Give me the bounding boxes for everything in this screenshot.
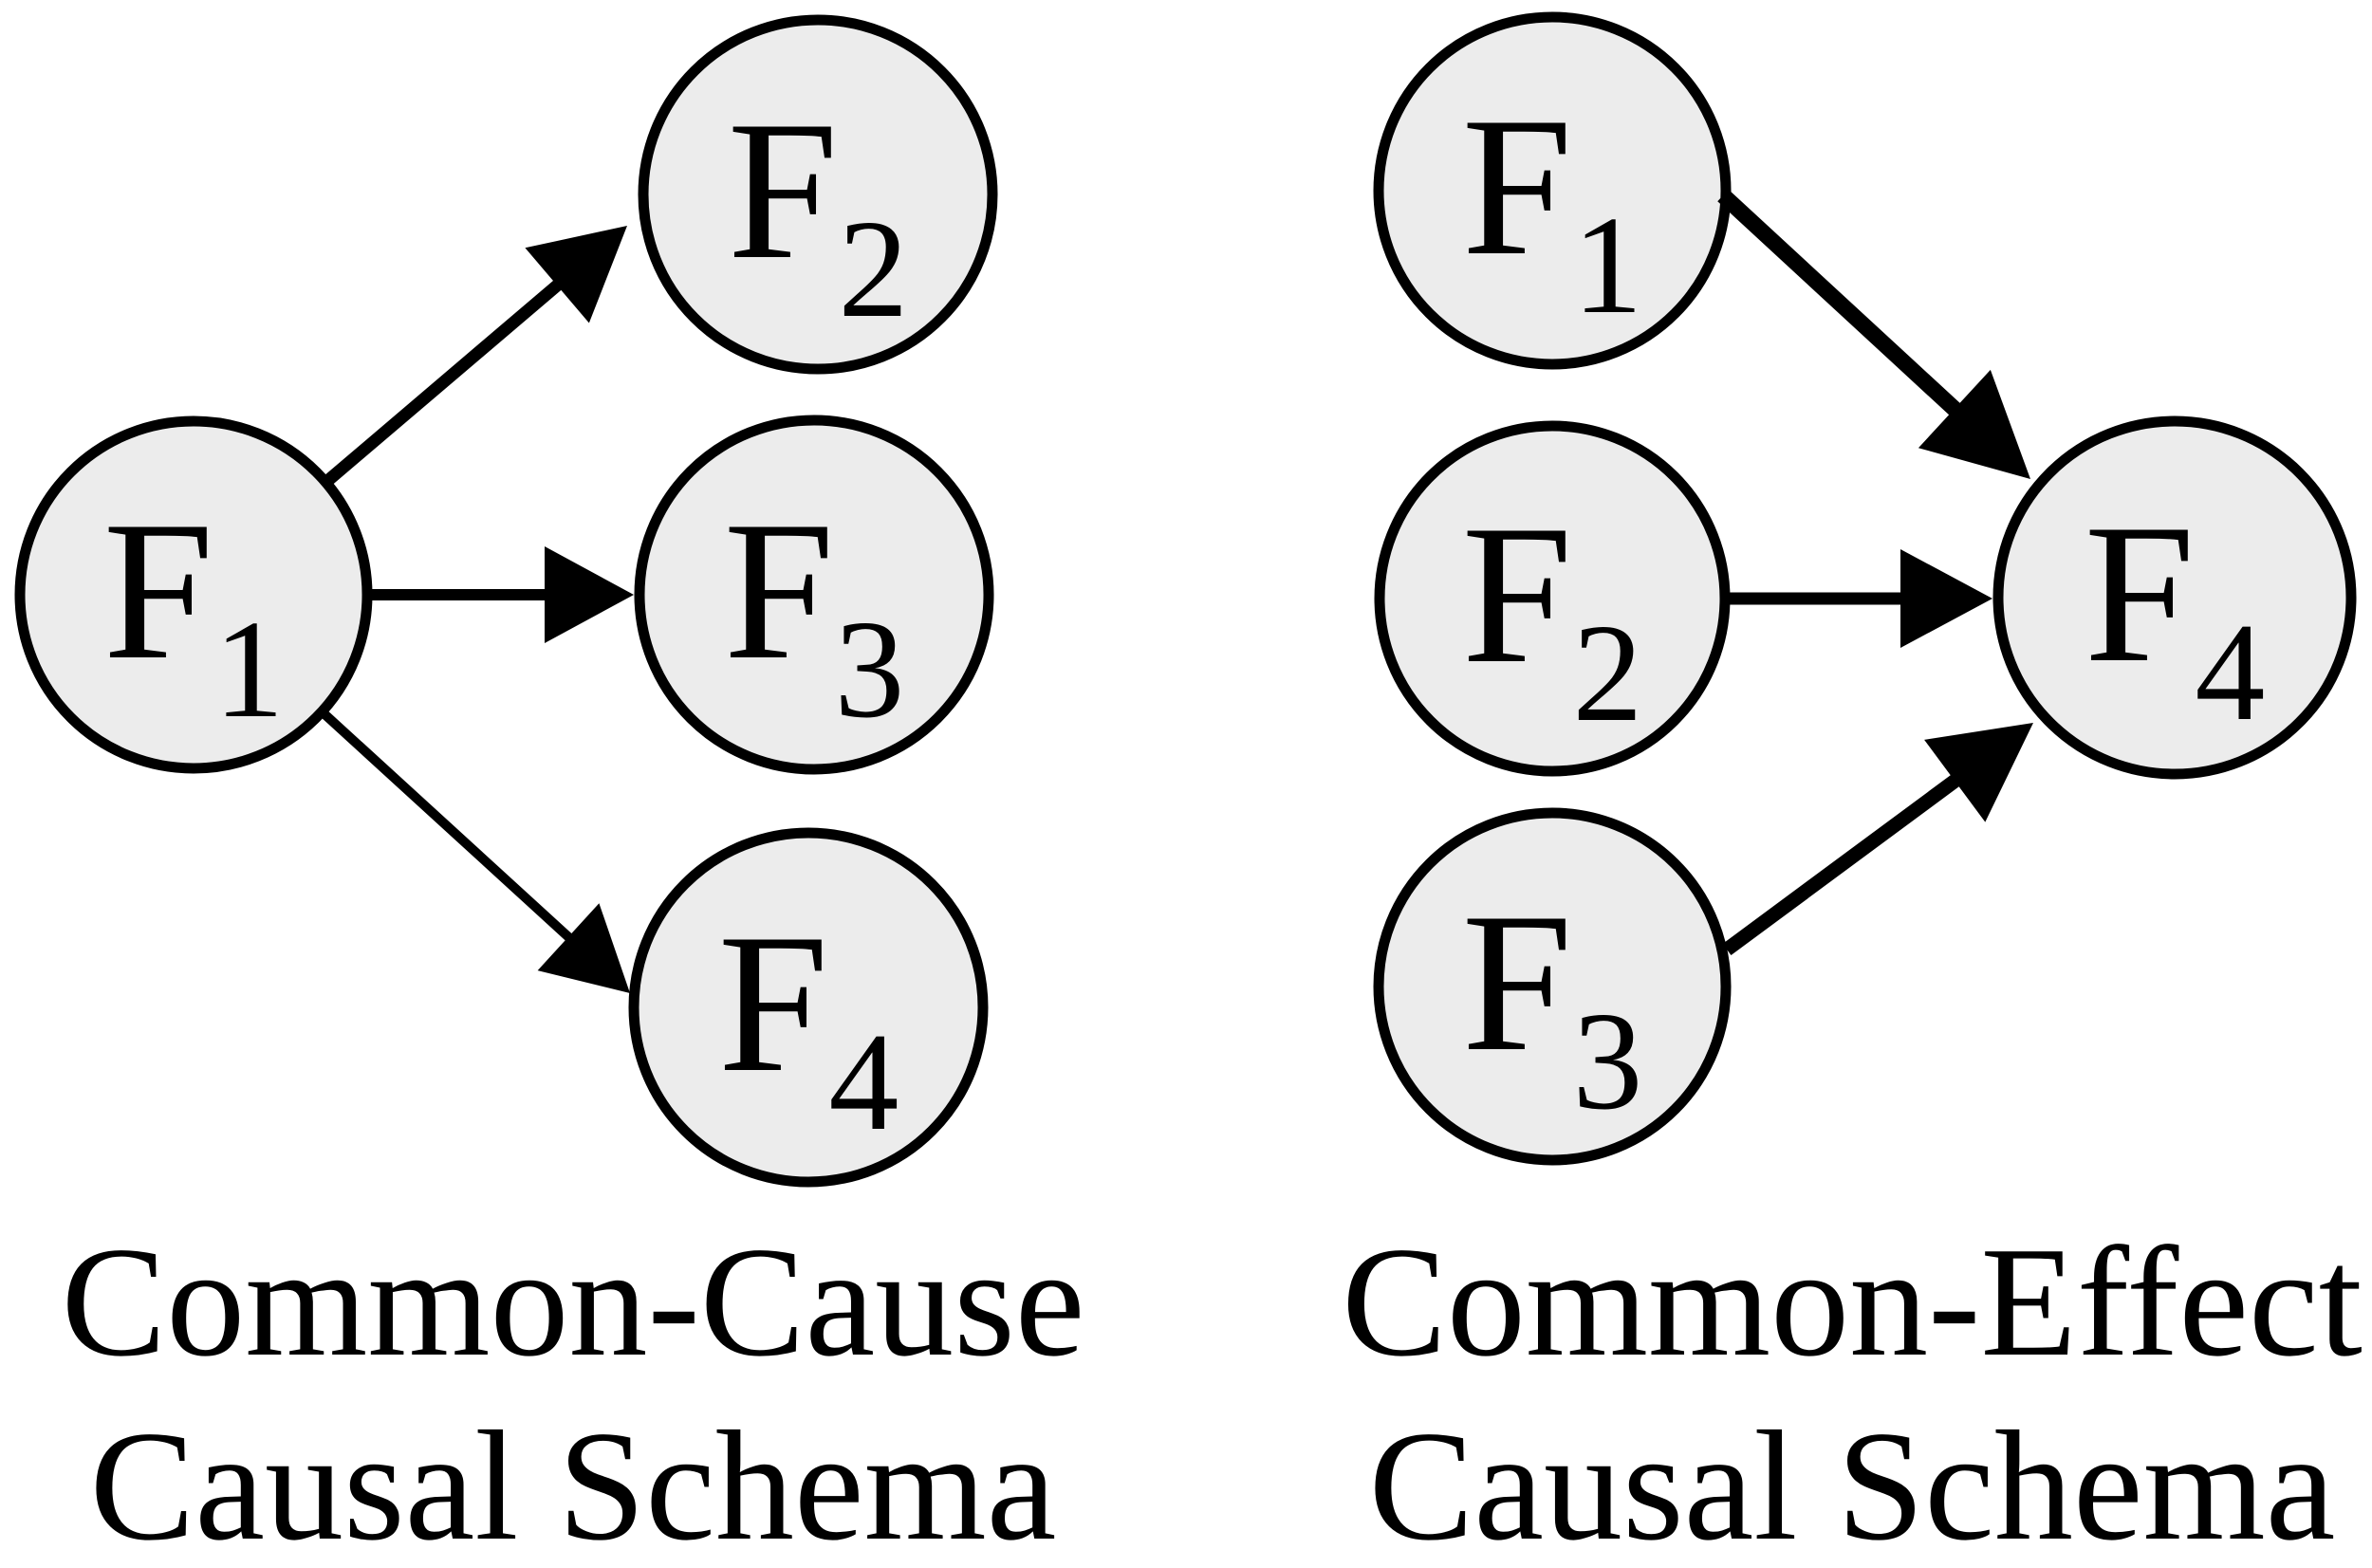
common-effect-edge-f2-to-f4 xyxy=(1725,549,1992,648)
common-cause-edge-f1-to-f4 xyxy=(319,709,630,993)
arrowhead-icon xyxy=(545,546,634,643)
edge-line xyxy=(1717,189,1982,435)
common-cause-edge-f1-to-f3 xyxy=(368,546,634,643)
node-label-subscript: 1 xyxy=(213,592,284,747)
caption-common-effect-line1: Common-Effect xyxy=(1342,1214,2363,1389)
arrowhead-icon xyxy=(525,226,627,323)
arrowhead-icon xyxy=(537,903,630,993)
common-cause-node-f2: F2 xyxy=(638,14,998,375)
caption-common-effect-line2: Causal Schema xyxy=(1369,1398,2336,1568)
arrowhead-icon xyxy=(1900,549,1992,648)
node-label-subscript: 2 xyxy=(1572,596,1642,751)
edge-line xyxy=(1722,759,1981,956)
common-effect-edge-f1-to-f4 xyxy=(1717,189,2030,479)
node-label-subscript: 4 xyxy=(2195,595,2265,750)
common-cause-node-f1: F1 xyxy=(14,415,373,774)
node-circle xyxy=(638,14,998,375)
edge-line xyxy=(322,264,582,487)
edge-line xyxy=(319,709,589,956)
node-circle xyxy=(628,827,989,1188)
node-circle xyxy=(14,415,373,774)
node-label-subscript: 3 xyxy=(834,592,904,747)
common-cause-node-f3: F3 xyxy=(634,415,994,775)
common-effect-node-f2: F2 xyxy=(1374,420,1731,777)
node-label-subscript: 1 xyxy=(1572,188,1642,343)
arrowhead-icon xyxy=(1924,723,2033,822)
common-effect-node-f3: F3 xyxy=(1373,807,1732,1166)
caption-common-cause-line1: Common-Cause xyxy=(62,1214,1085,1389)
common-effect-node-f4: F4 xyxy=(1992,415,2357,780)
node-circle xyxy=(634,415,994,775)
node-label-subscript: 4 xyxy=(828,1005,899,1160)
node-circle xyxy=(1373,11,1732,370)
node-label-subscript: 2 xyxy=(838,192,908,347)
common-effect-edge-f3-to-f4 xyxy=(1722,723,2033,956)
node-circle xyxy=(1373,807,1732,1166)
node-circle xyxy=(1992,415,2357,780)
arrowhead-icon xyxy=(1918,369,2030,479)
common-cause-node-f4: F4 xyxy=(628,827,989,1188)
common-cause-edge-f1-to-f2 xyxy=(322,226,627,487)
common-effect-node-f1: F1 xyxy=(1373,11,1732,370)
node-label-subscript: 3 xyxy=(1572,984,1642,1139)
caption-common-cause-line2: Causal Schema xyxy=(90,1398,1057,1568)
